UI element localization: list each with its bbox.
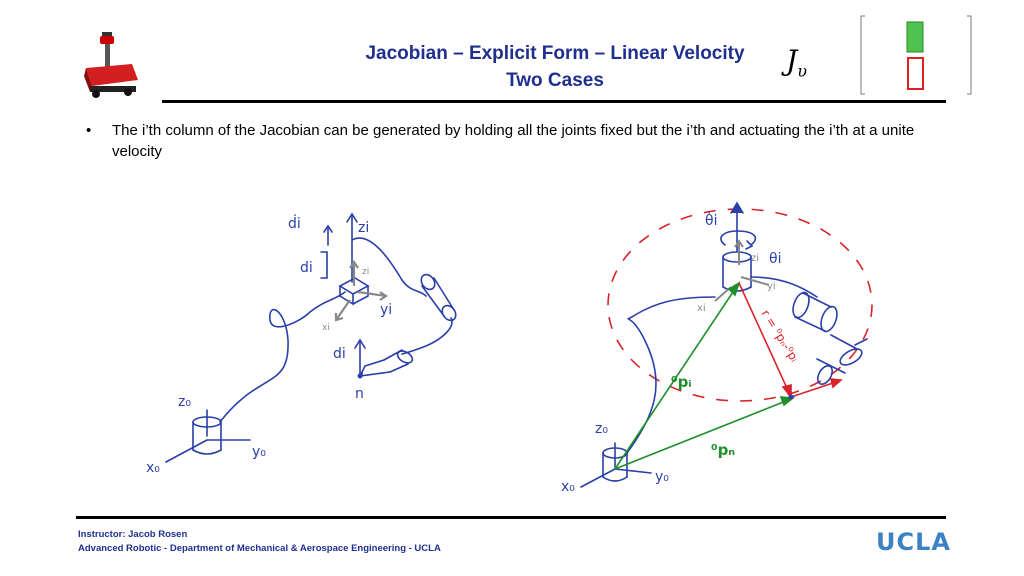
label-yi: yi <box>767 281 776 292</box>
footer-credits: Instructor: Jacob Rosen Advanced Robotic… <box>78 528 441 556</box>
label-n: n <box>355 386 364 402</box>
slide-title: Jacobian – Explicit Form – Linear Veloci… <box>300 40 810 94</box>
label-di-dot: ḋi <box>288 214 301 232</box>
title-line-1: Jacobian – Explicit Form – Linear Veloci… <box>365 43 745 64</box>
prismatic-joint-diagram: ḋi zi di yi di n z₀ y₀ x₀ zi xi <box>146 212 457 476</box>
label-y0: y₀ <box>252 444 266 460</box>
bullet-marker: • <box>86 122 92 139</box>
label-zi: zi <box>751 253 759 264</box>
jacobian-symbol-subscript: υ <box>797 61 807 81</box>
label-xi: xi <box>697 303 706 314</box>
label-pn: ⁰pₙ <box>711 441 735 459</box>
matrix-highlight-icon <box>860 15 972 95</box>
label-y0: y₀ <box>655 469 669 485</box>
label-di-top: di <box>300 260 313 276</box>
label-pi: ⁰pᵢ <box>671 373 692 391</box>
footer-line-2: Advanced Robotic - Department of Mechani… <box>78 543 441 554</box>
footer-line-1: Instructor: Jacob Rosen <box>78 529 188 540</box>
bullet-text: The i’th column of the Jacobian can be g… <box>112 122 915 160</box>
label-z0: z₀ <box>595 421 608 437</box>
label-z0: z₀ <box>178 394 191 410</box>
robot-logo-image <box>84 32 138 98</box>
revolute-joint-diagram: θ̇i θi z₀ y₀ x₀ zi yi xi r = ⁰pₙ-⁰pᵢ ⁰pᵢ… <box>561 201 873 495</box>
label-theta: θi <box>769 251 781 267</box>
header-divider <box>162 100 946 103</box>
label-x0: x₀ <box>561 479 575 495</box>
label-di-mid: di <box>333 346 346 362</box>
label-x0: x₀ <box>146 460 160 476</box>
label-xi: xi <box>322 323 330 333</box>
title-line-2: Two Cases <box>506 70 604 91</box>
footer-divider <box>76 516 946 519</box>
jacobian-symbol: Jυ <box>786 44 807 81</box>
ucla-logo: UCLA <box>876 528 951 556</box>
label-yi: yi <box>380 302 392 318</box>
label-theta-dot: θ̇i <box>705 211 717 229</box>
label-zi: zi <box>358 220 369 236</box>
jacobian-symbol-base: J <box>786 44 798 77</box>
label-zi-small: zi <box>362 267 369 277</box>
